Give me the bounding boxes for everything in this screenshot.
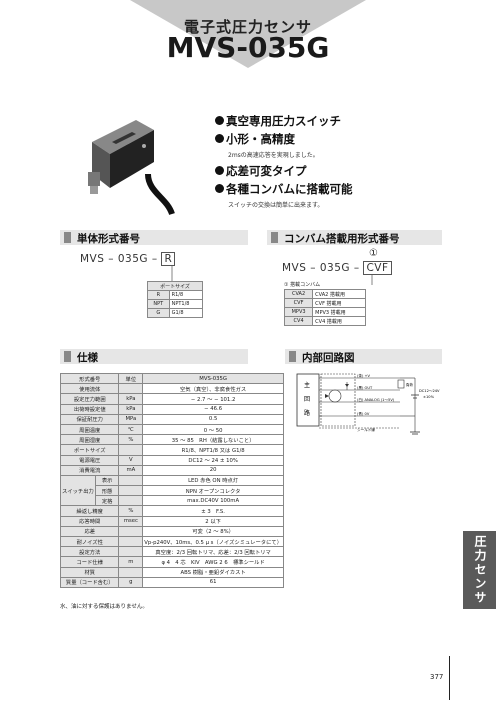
table-row: 質量（コード含む）g61	[61, 577, 284, 587]
table-row: 形式番号単位MVS-035G	[61, 374, 284, 384]
main-circuit-label-2: 回	[304, 396, 310, 403]
table-row: 保証耐圧力MPa0.5	[61, 414, 284, 424]
section-single-model: 単体形式番号	[60, 230, 248, 245]
table-row: 電源電圧VDC12 〜 24 ± 10%	[61, 455, 284, 465]
table-row: 設定圧力範囲kPa− 2.7 〜 − 101.2	[61, 394, 284, 404]
main-circuit-label-3: 路	[304, 409, 310, 417]
page-divider	[449, 656, 450, 700]
table-row: 設定方法真空度：2/3 回転トリマ、応差：2/3 回転トリマ	[61, 547, 284, 557]
convum-model-code: MVS – 035G – CVF	[282, 262, 392, 274]
shield-wire-label: シールド線	[357, 427, 375, 432]
table-row: 耐ノイズ性Vp-p240V、10ms、0.5 μ s（ノイズシミュレータにて）	[61, 537, 284, 547]
load-icon	[398, 380, 404, 388]
wire-blue-label: (青) 0V	[357, 411, 370, 416]
bullet-icon	[215, 116, 224, 125]
table-row: ポートサイズR1/8、NPT1/8 又は G1/8	[61, 445, 284, 455]
section-convum-model: コンバム搭載用形式番号	[267, 230, 442, 245]
feature-4: 各種コンバムに搭載可能	[215, 181, 353, 197]
table-row: 消費電流mA20	[61, 465, 284, 475]
transistor-icon	[329, 390, 341, 402]
section-heading: コンバム搭載用形式番号	[284, 231, 400, 246]
section-circuit: 内部回路図	[285, 349, 442, 364]
table-row: CVA2CVA2 搭載用	[285, 290, 366, 299]
convum-list-header: ① 搭載コンバム	[284, 281, 320, 288]
section-marker-icon	[289, 351, 296, 362]
table-row: NPTNPT1/8	[148, 300, 203, 309]
section-spec: 仕様	[60, 349, 248, 364]
wire-brown-label: (茶) +V	[357, 373, 371, 378]
table-row: スイッチ出力表示LED 赤色 ON 時点灯	[61, 475, 284, 485]
section-heading: 内部回路図	[302, 350, 355, 365]
model-option-box: CVF	[363, 261, 391, 275]
model-option-box: R	[161, 252, 175, 266]
table-row: 応差可変（2 〜 8%）	[61, 526, 284, 536]
table-row: 材質ABS 樹脂・亜鉛ダイカスト	[61, 567, 284, 577]
wire-black-label: (黒) OUT	[357, 386, 373, 390]
convum-table: CVA2CVA2 搭載用 CVFCVF 搭載用 MPV3MPV3 搭載用 CV4…	[284, 289, 366, 326]
table-row: 周囲湿度%35 〜 85 RH（結露しないこと）	[61, 435, 284, 445]
table-row: 出荷時設定値kPa− 46.6	[61, 404, 284, 414]
circle-number-mark: ①	[369, 248, 378, 259]
internal-circuit-diagram: 主 回 路 (茶) +V (黒) OUT (白) ANALOG (1〜5V) (…	[295, 370, 455, 450]
single-model-code: MVS – 035G – R	[80, 253, 175, 265]
section-heading: 単体形式番号	[77, 231, 140, 246]
spec-note: 水、油に対する保護はありません。	[60, 602, 148, 610]
main-circuit-label-1: 主	[304, 381, 310, 389]
bullet-icon	[215, 184, 224, 193]
feature-1: 真空専用圧力スイッチ	[215, 113, 341, 129]
bullet-icon	[215, 134, 224, 143]
side-category-tab: 圧力センサ	[463, 531, 496, 609]
table-row: RR1/8	[148, 291, 203, 300]
load-label: 負荷	[406, 382, 413, 387]
section-marker-icon	[271, 232, 278, 243]
table-row: 使用流体空気（真空）、非腐食性ガス	[61, 384, 284, 394]
table-row: 繰返し精度%± 3 F.S.	[61, 506, 284, 516]
leader-line	[360, 275, 380, 287]
product-model-title: MVS-035G	[0, 31, 496, 64]
feature-3: 応差可変タイプ	[215, 163, 307, 179]
table-row: CV4CV4 搭載用	[285, 317, 366, 326]
table-row: 周囲温度℃0 〜 50	[61, 424, 284, 434]
page-number: 377	[430, 673, 443, 681]
port-size-table: ポートサイズ RR1/8 NPTNPT1/8 GG1/8	[147, 281, 203, 318]
table-row: GG1/8	[148, 309, 203, 318]
section-marker-icon	[64, 351, 71, 362]
feature-4-note: スイッチの交換は簡単に出来ます。	[228, 200, 323, 209]
section-marker-icon	[64, 232, 71, 243]
section-heading: 仕様	[77, 350, 98, 365]
port-size-header: ポートサイズ	[148, 282, 203, 291]
diode-icon	[345, 384, 349, 387]
supply-voltage-label: DC12〜24V	[419, 389, 440, 393]
supply-tolerance-label: ±10%	[423, 395, 435, 399]
table-row: MPV3MPV3 搭載用	[285, 308, 366, 317]
feature-2: 小形・高精度	[215, 131, 295, 147]
table-row: コード仕様mφ 4 4 芯 KIV AWG 2 6 標準シールド	[61, 557, 284, 567]
table-row: 応答時間msec2 以下	[61, 516, 284, 526]
spec-table: 形式番号単位MVS-035G 使用流体空気（真空）、非腐食性ガス 設定圧力範囲k…	[60, 373, 284, 588]
wire-white-label: (白) ANALOG (1〜5V)	[357, 397, 395, 402]
bullet-icon	[215, 166, 224, 175]
feature-2-note: 2msの高速応答を実現しました。	[228, 150, 319, 159]
table-row: CVFCVF 搭載用	[285, 299, 366, 308]
product-image	[72, 112, 202, 222]
